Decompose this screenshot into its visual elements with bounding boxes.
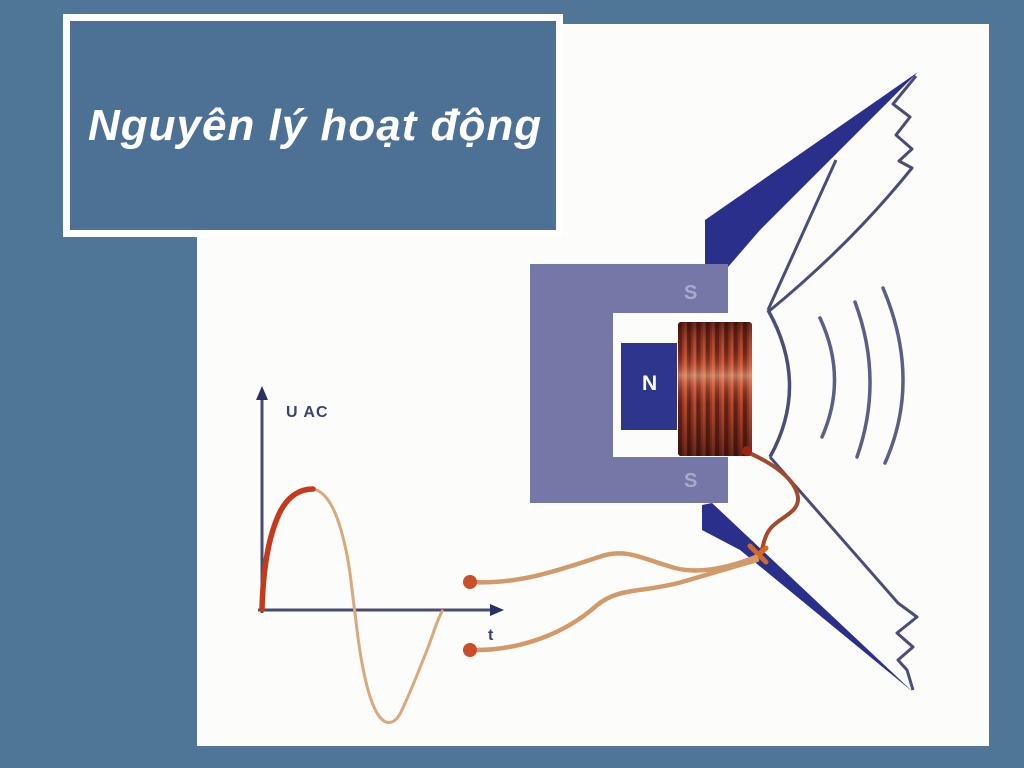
cone-upper-arm: [705, 72, 918, 274]
title-box: Nguyên lý hoạt động: [63, 14, 563, 237]
sine-wave-highlight: [259, 486, 316, 612]
y-axis-label: U AC: [286, 404, 329, 421]
sound-wave-arc-1: [818, 316, 837, 439]
page-title: Nguyên lý hoạt động: [88, 100, 543, 150]
magnet-pole: [621, 343, 677, 430]
x-axis-arrow: [490, 604, 504, 616]
coil-terminal-dot: [742, 446, 752, 456]
magnet-yoke: [530, 264, 728, 503]
voice-coil: [678, 322, 752, 456]
wire-lower: [469, 557, 760, 653]
pole-label-s-top: S: [684, 282, 697, 304]
sound-wave-arc-3: [881, 286, 905, 465]
terminal-dot-lower: [463, 643, 477, 657]
wire-upper: [469, 551, 759, 585]
dust-cap-arc: [766, 309, 792, 458]
signal-graph: U AC t: [256, 386, 504, 724]
y-axis-arrow: [256, 386, 268, 400]
voice-coil-shading: [678, 322, 752, 456]
x-axis-label: t: [488, 627, 494, 644]
cone-outline-upper: [767, 75, 918, 314]
pole-label-n: N: [642, 372, 657, 395]
pole-label-s-bottom: S: [684, 470, 697, 492]
cone-surface-line-upper: [766, 159, 838, 311]
sound-wave-arc-2: [853, 300, 872, 459]
wire-coil-lead: [745, 450, 800, 558]
sine-wave: [312, 487, 445, 724]
terminal-dot-upper: [463, 575, 477, 589]
